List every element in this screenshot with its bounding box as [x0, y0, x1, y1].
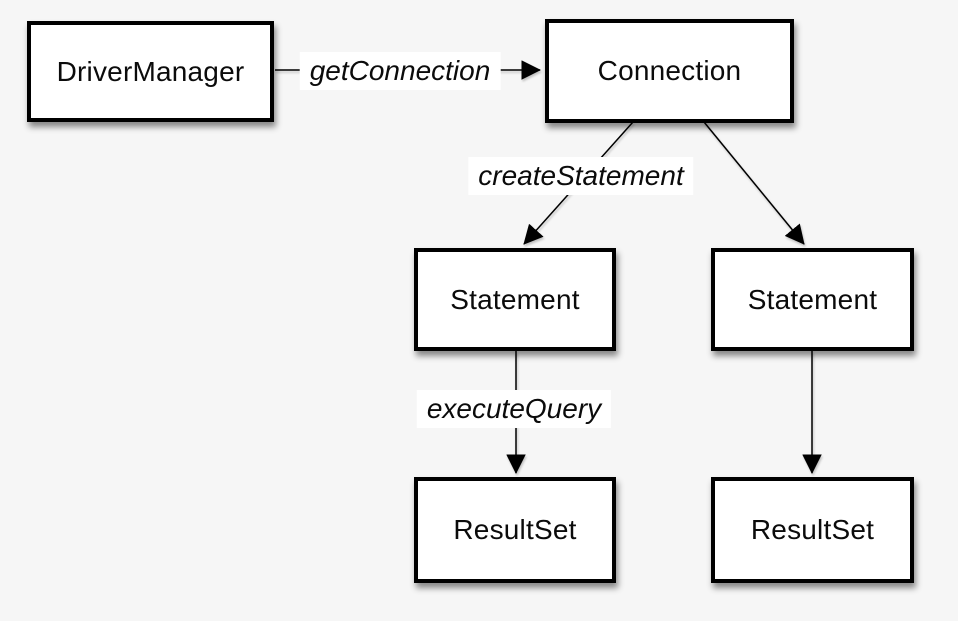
node-statement-left-label: Statement: [450, 283, 580, 315]
node-statement-right-label: Statement: [747, 283, 878, 315]
node-connection-label: Connection: [597, 55, 742, 86]
node-connection: Connection: [545, 19, 794, 123]
edge-label-createstatement: createStatement: [468, 157, 694, 195]
node-resultset-left-label: ResultSet: [453, 514, 577, 545]
edge-label-getconnection: getConnection: [299, 52, 501, 90]
node-statement-left: Statement: [414, 248, 616, 351]
node-statement-right: Statement: [711, 248, 914, 351]
node-resultset-right: ResultSet: [711, 477, 914, 583]
edge-label-executequery: executeQuery: [416, 390, 612, 428]
node-resultset-left: ResultSet: [414, 477, 616, 583]
node-driver-manager-label: DriverManager: [56, 55, 245, 87]
node-driver-manager: DriverManager: [27, 21, 274, 122]
node-resultset-right-label: ResultSet: [750, 514, 875, 545]
edge-connection-to-statement-right-arrow: [703, 121, 805, 245]
